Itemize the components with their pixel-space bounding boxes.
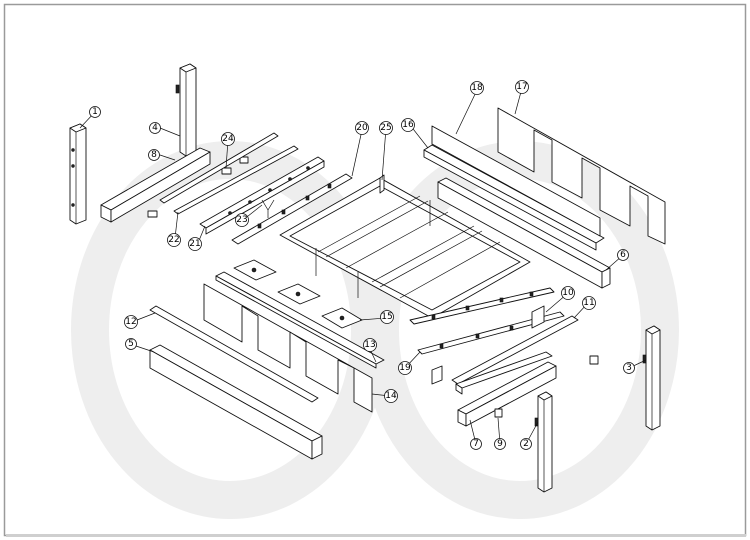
callout-18: 18 xyxy=(470,81,484,95)
callout-17: 17 xyxy=(515,80,529,94)
callout-label: 11 xyxy=(583,298,594,308)
part-11-beam xyxy=(455,351,553,395)
callout-24: 24 xyxy=(221,132,235,146)
callout-4: 4 xyxy=(149,122,161,134)
callout-label: 24 xyxy=(222,134,234,144)
callout-13: 13 xyxy=(363,338,377,352)
callout-label: 7 xyxy=(473,439,479,449)
part-8-beam xyxy=(100,147,211,223)
part-4-post xyxy=(175,63,197,157)
part-6-beam xyxy=(437,177,611,289)
callout-label: 17 xyxy=(516,82,527,92)
part-17-panel xyxy=(497,107,666,245)
callout-label: 15 xyxy=(381,312,392,322)
part-10-bracket xyxy=(531,305,545,329)
callout-label: 18 xyxy=(471,83,483,93)
part-3-post xyxy=(642,325,661,431)
part-20-rail xyxy=(231,173,353,245)
callout-9: 9 xyxy=(494,438,506,450)
callout-label: 2 xyxy=(523,439,529,449)
part-25-frame xyxy=(279,174,531,319)
callout-7: 7 xyxy=(470,438,482,450)
callout-label: 5 xyxy=(128,339,134,349)
callout-20: 20 xyxy=(355,121,369,135)
callout-label: 6 xyxy=(620,250,626,260)
part-7-beam xyxy=(457,361,557,427)
part-22-rail xyxy=(159,132,299,215)
small-block xyxy=(147,210,158,218)
part-1-post xyxy=(69,123,87,225)
callout-label: 8 xyxy=(151,150,157,160)
part-16-beam xyxy=(423,144,605,251)
part-15-plate xyxy=(233,259,363,329)
callout-2: 2 xyxy=(520,438,532,450)
callout-label: 21 xyxy=(189,239,200,249)
part-23-bracket xyxy=(261,199,275,218)
callout-label: 12 xyxy=(125,317,136,327)
part-13-rail xyxy=(215,271,385,369)
callout-label: 3 xyxy=(626,363,632,373)
callout-1: 1 xyxy=(89,106,101,118)
part-14-panel xyxy=(203,283,373,413)
diagram-shadow xyxy=(6,534,746,537)
callout-22: 22 xyxy=(167,233,181,247)
callout-label: 10 xyxy=(562,288,574,298)
callout-12: 12 xyxy=(124,315,138,329)
callout-label: 19 xyxy=(399,363,411,373)
part-18-panel xyxy=(431,125,601,237)
callout-label: 23 xyxy=(236,215,247,225)
part-19-rail xyxy=(409,287,565,355)
small-block xyxy=(221,167,232,175)
callout-23: 23 xyxy=(235,213,249,227)
part-2-post xyxy=(534,391,553,493)
small-block xyxy=(589,355,599,365)
callout-16: 16 xyxy=(401,118,415,132)
part-9-block xyxy=(494,408,503,418)
part-5-beam xyxy=(149,344,323,460)
bracket xyxy=(431,365,443,385)
callout-10: 10 xyxy=(561,286,575,300)
callout-label: 16 xyxy=(402,120,414,130)
callout-19: 19 xyxy=(398,361,412,375)
callout-label: 25 xyxy=(380,123,391,133)
part-11-rail xyxy=(451,315,579,385)
callout-8: 8 xyxy=(148,149,160,161)
callout-label: 1 xyxy=(92,107,98,117)
small-block xyxy=(239,156,249,164)
part-21-rail xyxy=(199,156,325,235)
callout-label: 14 xyxy=(385,391,397,401)
callout-label: 13 xyxy=(364,340,375,350)
callout-label: 20 xyxy=(356,123,368,133)
callout-11: 11 xyxy=(582,296,596,310)
callout-21: 21 xyxy=(188,237,202,251)
callout-25: 25 xyxy=(379,121,393,135)
callout-label: 9 xyxy=(497,439,503,449)
callout-label: 4 xyxy=(152,123,158,133)
callout-14: 14 xyxy=(384,389,398,403)
callout-15: 15 xyxy=(380,310,394,324)
callout-label: 22 xyxy=(168,235,179,245)
callout-5: 5 xyxy=(125,338,137,350)
callout-6: 6 xyxy=(617,249,629,261)
part-12-rail xyxy=(149,305,319,403)
callout-3: 3 xyxy=(623,362,635,374)
